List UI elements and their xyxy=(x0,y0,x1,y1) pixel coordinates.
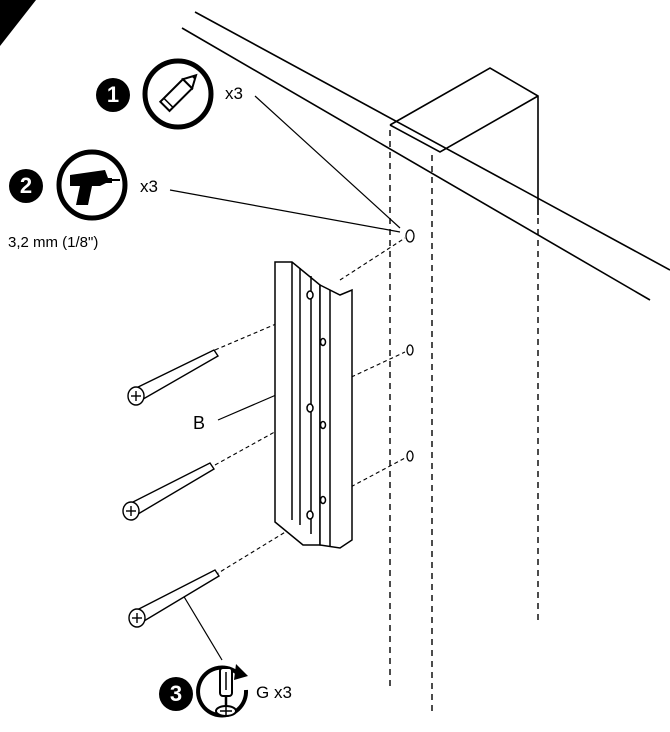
step-3-quantity: G x3 xyxy=(256,683,292,702)
drill-icon xyxy=(56,149,128,221)
pencil-icon xyxy=(142,58,214,130)
step-3-badge: 3 xyxy=(159,677,193,711)
bracket-b xyxy=(274,261,353,549)
step-2-quantity: x3 xyxy=(140,177,158,196)
cabinet-outline xyxy=(181,11,670,301)
screw xyxy=(127,349,219,406)
step-1-badge: 1 xyxy=(96,78,130,112)
step-2-badge: 2 xyxy=(9,169,43,203)
screwdriver-icon xyxy=(196,664,249,718)
svg-text:1: 1 xyxy=(107,82,119,107)
part-label-b: B xyxy=(193,413,206,433)
corner-marker xyxy=(0,0,36,46)
step-1-quantity: x3 xyxy=(225,84,243,103)
drill-bit-size: 3,2 mm (1/8") xyxy=(8,234,99,251)
screw xyxy=(122,462,215,521)
hidden-edges xyxy=(389,130,539,712)
screw xyxy=(128,569,220,628)
wall-holes xyxy=(405,229,415,462)
svg-text:2: 2 xyxy=(20,173,32,198)
svg-text:3: 3 xyxy=(170,681,182,706)
leader-lines xyxy=(169,95,401,661)
